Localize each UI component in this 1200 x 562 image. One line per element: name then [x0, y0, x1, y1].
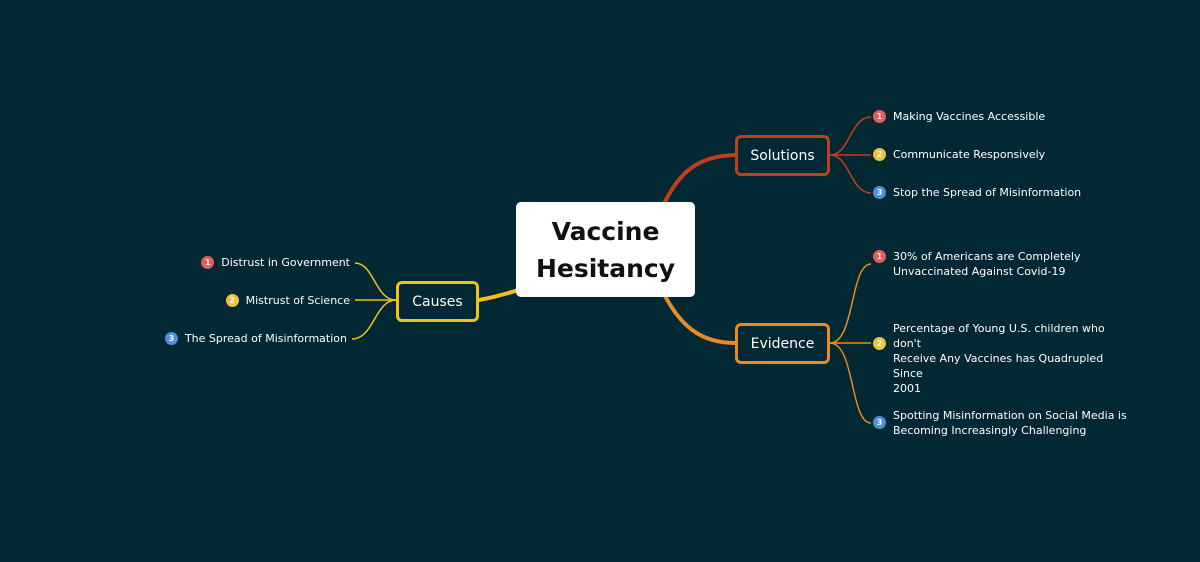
evidence-item-2-text: Percentage of Young U.S. children who do… [893, 321, 1133, 396]
causes-item-2-text: Mistrust of Science [245, 294, 350, 307]
causes-item-1-text: Distrust in Government [221, 256, 350, 269]
link-evidence-1 [829, 263, 872, 344]
evidence-item-2[interactable]: 2 Percentage of Young U.S. children who … [873, 321, 1133, 396]
solutions-item-2-text: Communicate Responsively [893, 148, 1046, 161]
link-solutions [662, 153, 737, 206]
link-solutions-1 [829, 116, 872, 156]
evidence-item-3-line-1: Spotting Misinformation on Social Media … [893, 409, 1127, 422]
evidence-item-2-line-3: 2001 [893, 382, 921, 395]
evidence-item-1-line-1: 30% of Americans are Completely [893, 250, 1081, 263]
link-causes-3 [351, 299, 397, 340]
solutions-item-1-text: Making Vaccines Accessible [893, 110, 1046, 123]
priority-2-icon: 2 [873, 148, 886, 161]
branch-solutions-label: Solutions [750, 147, 815, 164]
causes-item-3[interactable]: 3 The Spread of Misinformation [164, 331, 347, 346]
solutions-item-1[interactable]: 1 Making Vaccines Accessible [873, 109, 1133, 124]
branch-solutions[interactable]: Solutions [735, 135, 830, 176]
central-topic-line-1: Vaccine [551, 216, 660, 246]
branch-causes[interactable]: Causes [396, 281, 479, 322]
priority-1-icon: 1 [873, 110, 886, 123]
evidence-item-3[interactable]: 3 Spotting Misinformation on Social Medi… [873, 408, 1133, 438]
causes-item-3-text: The Spread of Misinformation [184, 332, 347, 345]
link-causes [477, 288, 520, 302]
priority-3-icon: 3 [873, 416, 886, 429]
priority-1-icon: 1 [873, 250, 886, 263]
solutions-item-2[interactable]: 2 Communicate Responsively [873, 147, 1133, 162]
solutions-item-3-text: Stop the Spread of Misinformation [893, 186, 1082, 199]
evidence-item-1-text: 30% of Americans are Completely Unvaccin… [893, 249, 1080, 279]
link-evidence-3 [829, 342, 872, 424]
branch-causes-label: Causes [412, 293, 463, 310]
causes-item-1[interactable]: 1 Distrust in Government [201, 255, 350, 270]
central-topic-line-2: Hesitancy [535, 253, 676, 283]
link-solutions-3 [829, 154, 872, 194]
link-evidence [662, 292, 737, 345]
evidence-item-2-line-1: Percentage of Young U.S. children who do… [893, 322, 1105, 350]
priority-2-icon: 2 [225, 294, 239, 307]
evidence-item-2-line-2: Receive Any Vaccines has Quadrupled Sinc… [893, 352, 1104, 380]
evidence-item-1-line-2: Unvaccinated Against Covid-19 [893, 265, 1066, 278]
evidence-item-3-line-2: Becoming Increasingly Challenging [893, 424, 1087, 437]
priority-1-icon: 1 [201, 256, 215, 269]
evidence-item-1[interactable]: 1 30% of Americans are Completely Unvacc… [873, 249, 1133, 279]
priority-3-icon: 3 [164, 332, 178, 345]
central-topic[interactable]: Vaccine Hesitancy [516, 202, 695, 297]
solutions-item-3[interactable]: 3 Stop the Spread of Misinformation [873, 185, 1133, 200]
causes-item-2[interactable]: 2 Mistrust of Science [225, 293, 350, 308]
branch-evidence[interactable]: Evidence [735, 323, 830, 364]
priority-2-icon: 2 [873, 337, 886, 350]
branch-evidence-label: Evidence [750, 335, 815, 352]
evidence-item-3-text: Spotting Misinformation on Social Media … [893, 408, 1127, 438]
link-causes-1 [354, 262, 397, 301]
priority-3-icon: 3 [873, 186, 886, 199]
